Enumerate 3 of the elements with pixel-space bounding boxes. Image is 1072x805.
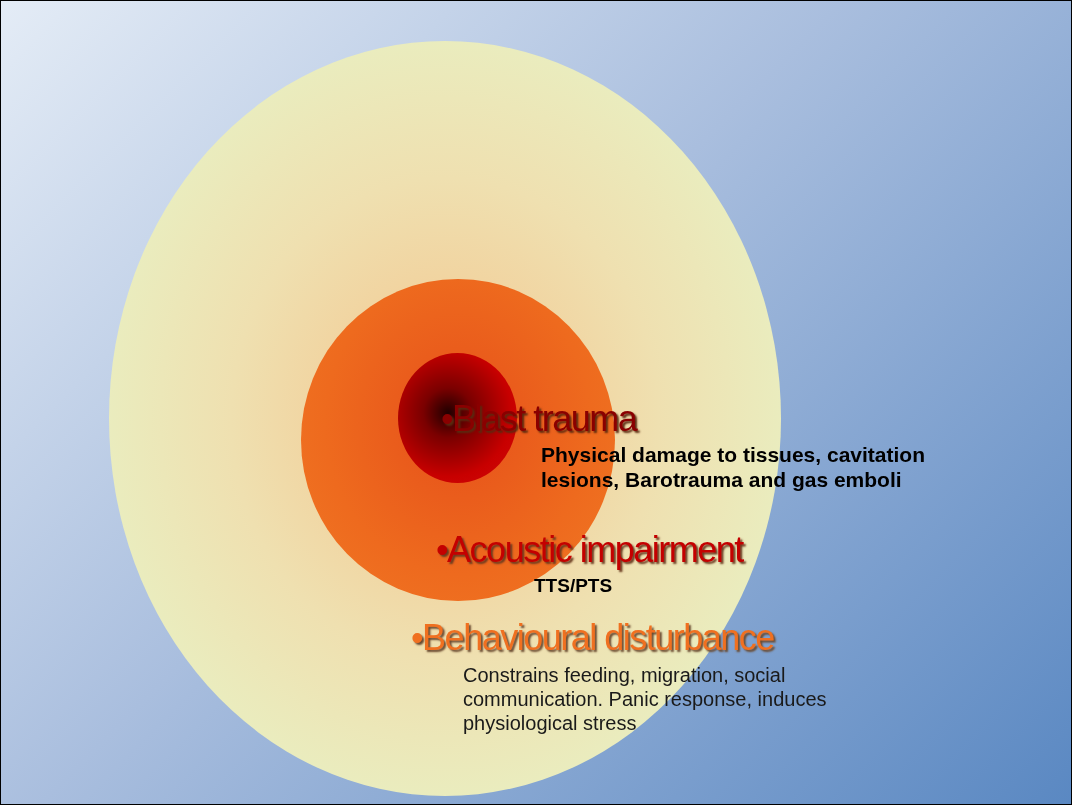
heading: •Acoustic impairment bbox=[436, 528, 743, 572]
description: Constrains feeding, migration, social communication. Panic response, induces physiological stress bbox=[463, 663, 828, 735]
description: TTS/PTS bbox=[534, 575, 613, 598]
